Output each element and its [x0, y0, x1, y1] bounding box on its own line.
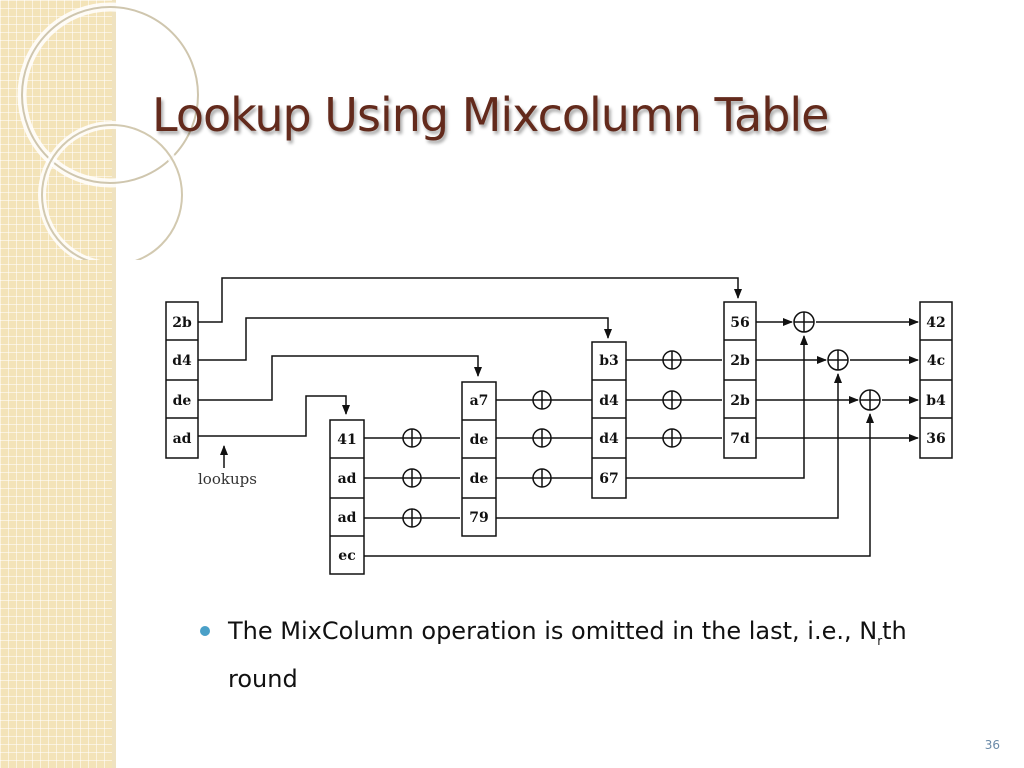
xor-symbol [402, 468, 422, 488]
page-number: 36 [984, 738, 1000, 752]
lookup-b-cell: de [470, 432, 489, 448]
lookup-b-cell: 79 [469, 510, 488, 526]
lookup-a-cell: ec [338, 548, 355, 564]
bullet-text-end: th round [228, 617, 907, 693]
lookup-b-cell: a7 [470, 393, 489, 409]
lookup-c-cell: d4 [599, 431, 619, 447]
decorative-rings [17, 2, 203, 260]
lookup-c-cell: b3 [599, 353, 619, 369]
lookups-label: lookups [198, 470, 257, 488]
bullet-text: The MixColumn operation is omitted in th… [228, 617, 878, 645]
xor-symbol [532, 390, 552, 410]
input-cell: 2b [172, 315, 192, 331]
bullet-subscript: r [877, 633, 883, 648]
lookup-d-cell: 7d [730, 431, 750, 447]
output-cell: b4 [926, 393, 946, 409]
bullet-dot-icon [200, 626, 210, 636]
slide-title: Lookup Using Mixcolumn Table [152, 88, 829, 142]
bullet-item: The MixColumn operation is omitted in th… [200, 612, 960, 698]
xor-symbol [532, 468, 552, 488]
bullet-list: The MixColumn operation is omitted in th… [200, 612, 960, 698]
xor-symbol [662, 350, 682, 370]
output-cell: 4c [927, 353, 945, 369]
xor-symbol [827, 349, 849, 371]
lookup-a-cell: ad [338, 510, 357, 526]
xor-symbol [793, 311, 815, 333]
lookup-b-cell: de [470, 471, 489, 487]
lookup-a-cell: ad [338, 471, 357, 487]
lookup-d-cell: 2b [730, 393, 750, 409]
xor-symbol [402, 508, 422, 528]
xor-symbol [532, 428, 552, 448]
lookup-a-cell: 41 [337, 432, 356, 448]
xor-symbol [859, 389, 881, 411]
lookup-d-cell: 2b [730, 353, 750, 369]
lookup-column-a [329, 419, 365, 575]
lookup-c-cell: 67 [599, 471, 618, 487]
sidebar-edge [112, 0, 116, 768]
input-cell: ad [173, 431, 192, 447]
input-cell: d4 [172, 353, 192, 369]
lookup-column-b [461, 381, 497, 537]
output-cell: 42 [926, 315, 945, 331]
lookup-d-cell: 56 [730, 315, 749, 331]
xor-symbol [662, 428, 682, 448]
lookup-c-cell: d4 [599, 393, 619, 409]
input-cell: de [173, 393, 192, 409]
lookup-column-c [591, 341, 627, 499]
output-cell: 36 [926, 431, 945, 447]
mixcolumn-lookup-diagram: 2b d4 de ad 41 ad ad ec a7 de de 79 b3 d… [165, 277, 953, 575]
xor-symbol [662, 390, 682, 410]
xor-symbol [402, 428, 422, 448]
